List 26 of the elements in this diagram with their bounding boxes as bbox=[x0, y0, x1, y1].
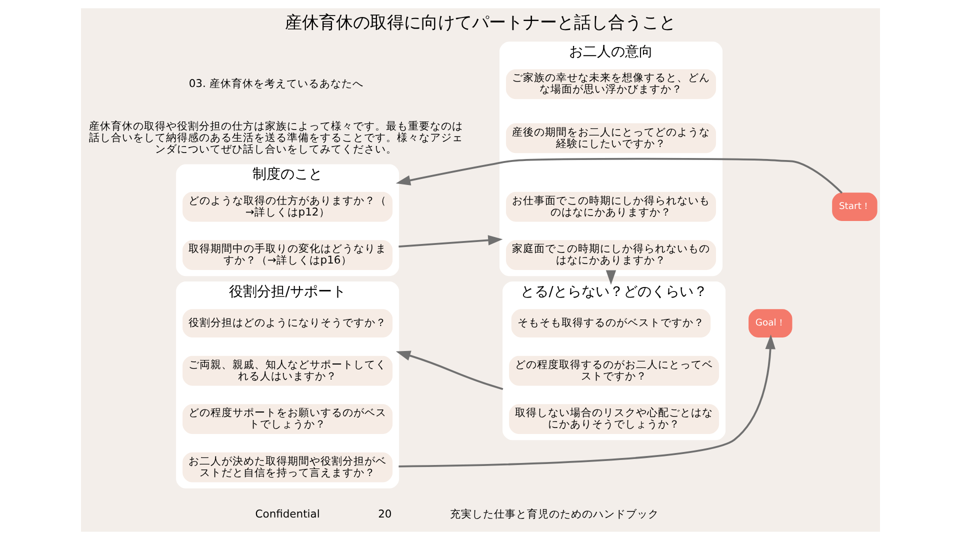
label: 産休育休の取得や役割分担の仕方は家族によって様々です。最も重要なのは話し合いをして納得感のある生活を送る準備をすることです。様々なアジェンダについてぜひ話し合いをしてみてください。 bbox=[88, 120, 463, 156]
node-box: お仕事面でこの時期にしか得られないものはなにかありますか？ bbox=[505, 192, 716, 222]
node-box: どの程度取得するのがお二人にとってベストですか？ bbox=[508, 356, 719, 386]
arrow bbox=[395, 350, 503, 390]
diagram-title: 産休育休の取得に向けてパートナーと話し合うこと bbox=[284, 12, 676, 32]
node-box: 取得期間中の手取りの変化はどうなりますか？（→詳しくはp16） bbox=[182, 240, 392, 270]
label: Confidential bbox=[254, 508, 320, 521]
node-box: どの程度サポートをお願いするのがベストでしょうか？ bbox=[182, 404, 392, 434]
node-box: 役割分担はどのようになりそうですか？ bbox=[182, 309, 392, 338]
label: 03. 産休育休を考えているあなたへ bbox=[188, 76, 363, 90]
node-box: ご家族の幸せな未来を想像すると、どんな場面が思い浮かびますか？ bbox=[505, 69, 716, 100]
node-box: 産後の期間をお二人にとってどのような経験にしたいですか？ bbox=[505, 123, 716, 154]
node-box: Goal！ bbox=[748, 309, 792, 338]
node-box: 取得しない場合のリスクや心配ごとはなにかありそうでしょうか？ bbox=[508, 404, 719, 434]
arrow bbox=[395, 158, 842, 194]
arrow bbox=[605, 270, 616, 285]
node-box: そもそも取得するのがベストですか？ bbox=[510, 309, 710, 338]
node-box: お二人が決めた取得期間や役割分担がベストだと自信を持って言えますか？ bbox=[182, 452, 392, 482]
node-box: どのような取得の仕方がありますか？（→詳しくはp12） bbox=[182, 192, 392, 222]
label: 充実した仕事と育児のためのハンドブック bbox=[449, 508, 658, 521]
label: 20 bbox=[378, 508, 392, 521]
arrow bbox=[398, 235, 502, 248]
node-box: Start！ bbox=[832, 192, 877, 221]
node-box: 家庭面でこの時期にしか得られないものはなにかありますか？ bbox=[505, 240, 716, 270]
arrow bbox=[398, 334, 775, 468]
node-box: ご両親、親戚、知人などサポートしてくれる人はいますか？ bbox=[182, 356, 392, 386]
